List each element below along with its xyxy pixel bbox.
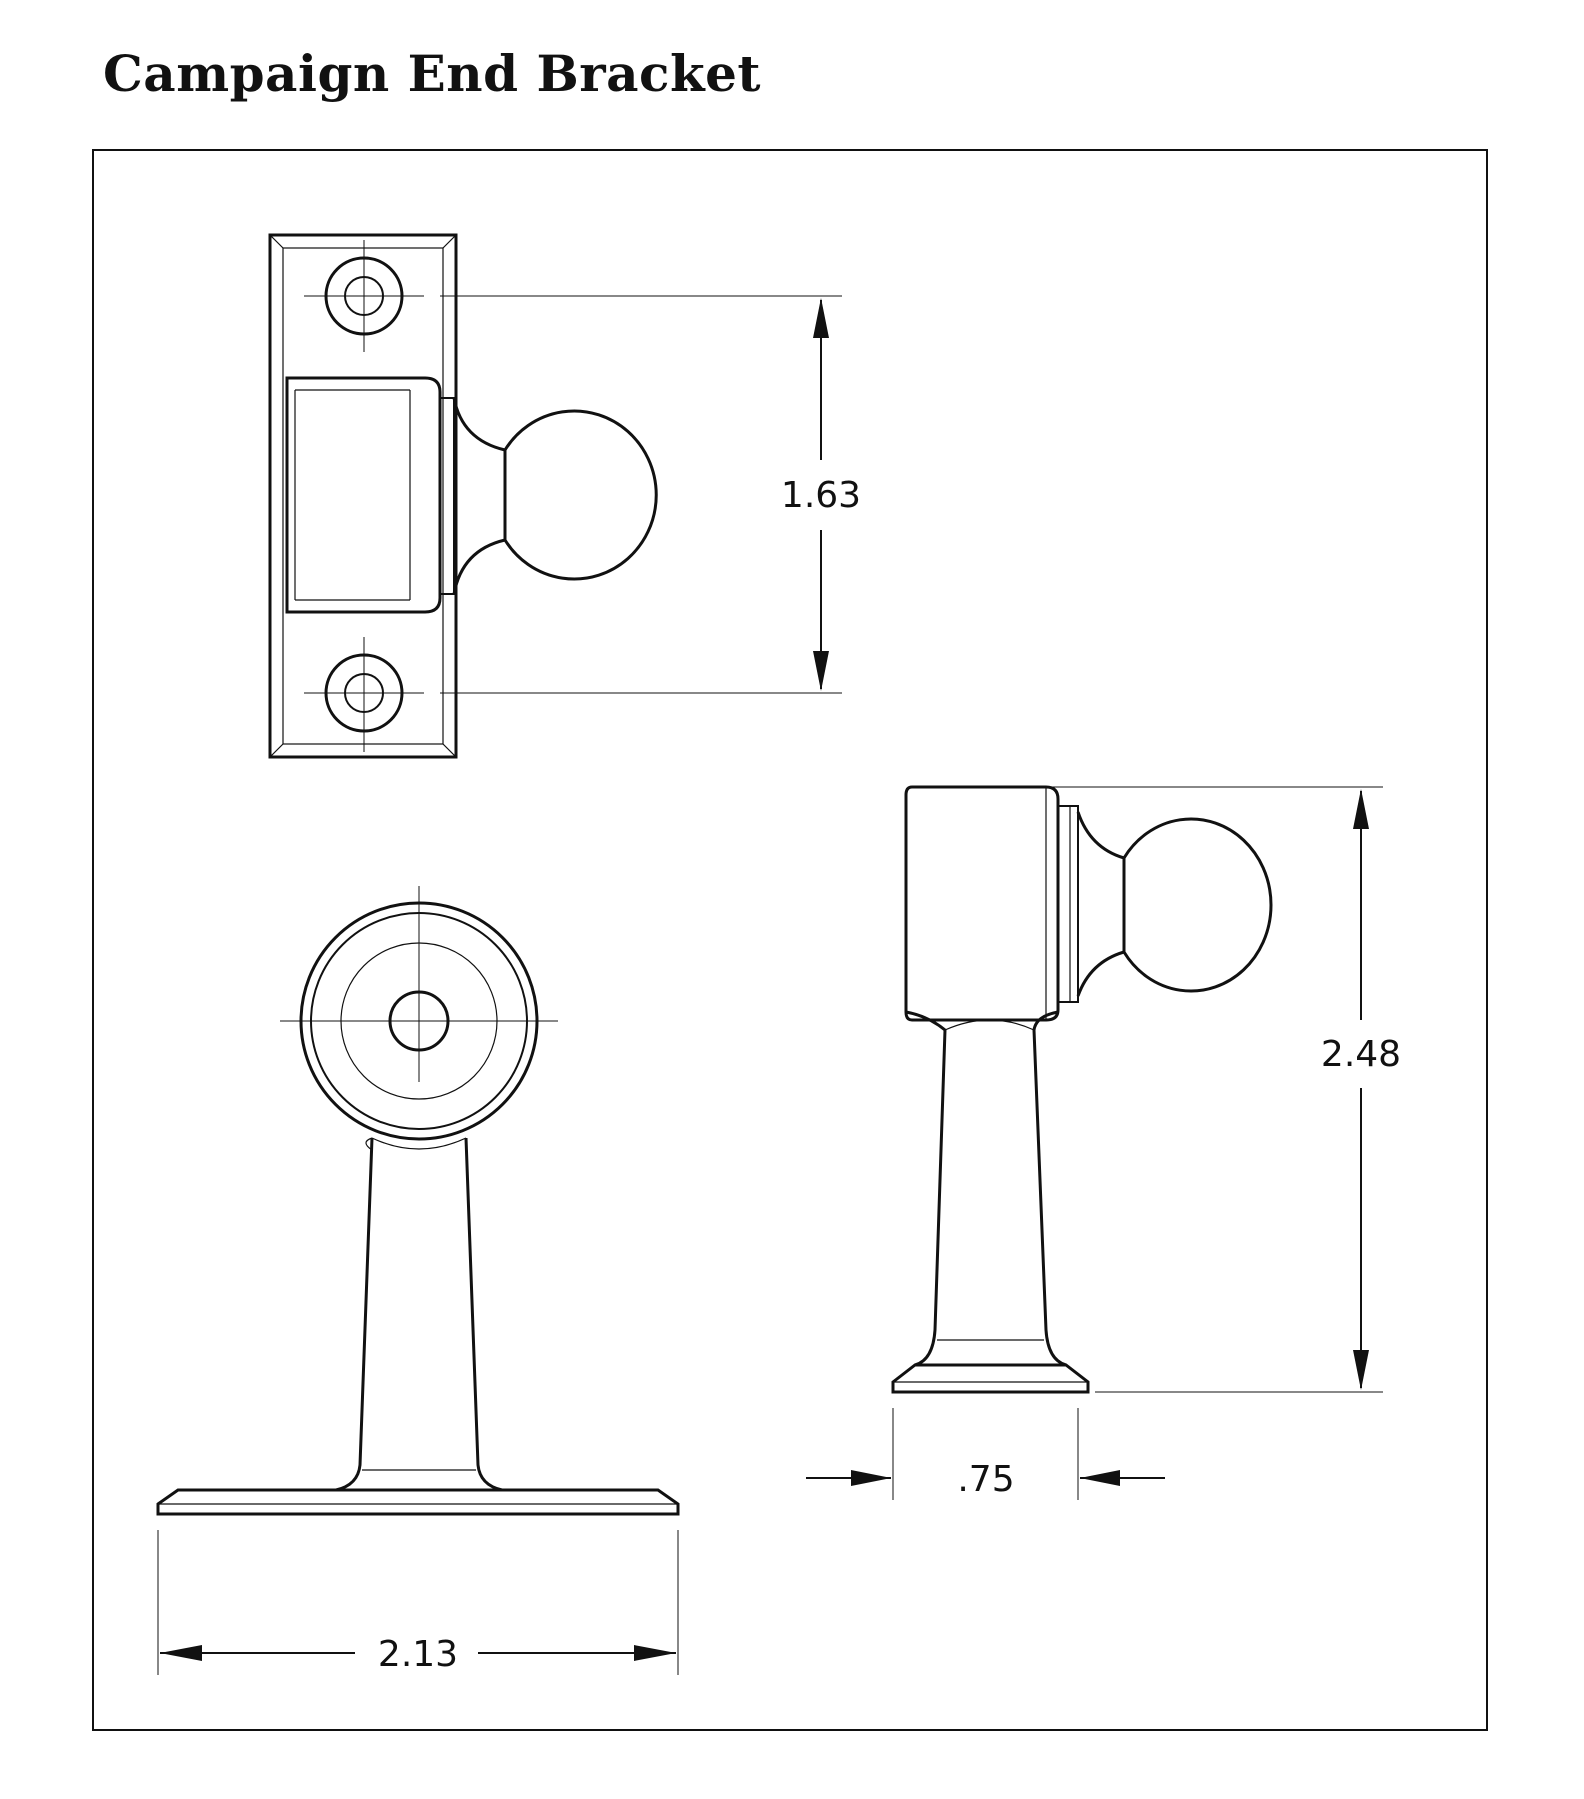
side-stem-right <box>1032 1010 1067 1367</box>
dimension-base-width: 2.13 <box>378 1634 458 1675</box>
neck-collar <box>439 397 455 595</box>
page-title: Campaign End Bracket <box>103 44 761 103</box>
lower-screw-hole <box>304 637 424 752</box>
stem-right <box>464 1137 503 1492</box>
upper-screw-hole <box>304 240 424 352</box>
drawing-frame <box>92 149 1488 1731</box>
neck <box>452 397 507 595</box>
side-base <box>891 1363 1090 1394</box>
side-collar <box>1057 805 1079 1003</box>
side-view: 2.48 .75 <box>806 785 1401 1500</box>
side-head-block <box>904 785 1060 1022</box>
dimension-hole-spacing: 1.63 <box>781 475 861 516</box>
side-ball <box>1122 817 1273 993</box>
base-plate <box>156 1488 680 1516</box>
socket-body <box>285 376 442 614</box>
mounting-plate <box>268 233 458 759</box>
dimension-overall-height: 2.48 <box>1321 1034 1401 1075</box>
side-neck <box>1076 811 1126 997</box>
plate-bevel <box>282 247 444 745</box>
top-view: 1.63 <box>268 233 861 759</box>
ball <box>503 409 658 581</box>
dimension-depth: .75 <box>957 1459 1014 1500</box>
side-stem-left <box>905 1010 947 1367</box>
stem-left <box>335 1137 374 1492</box>
front-view: 2.13 <box>156 886 680 1675</box>
